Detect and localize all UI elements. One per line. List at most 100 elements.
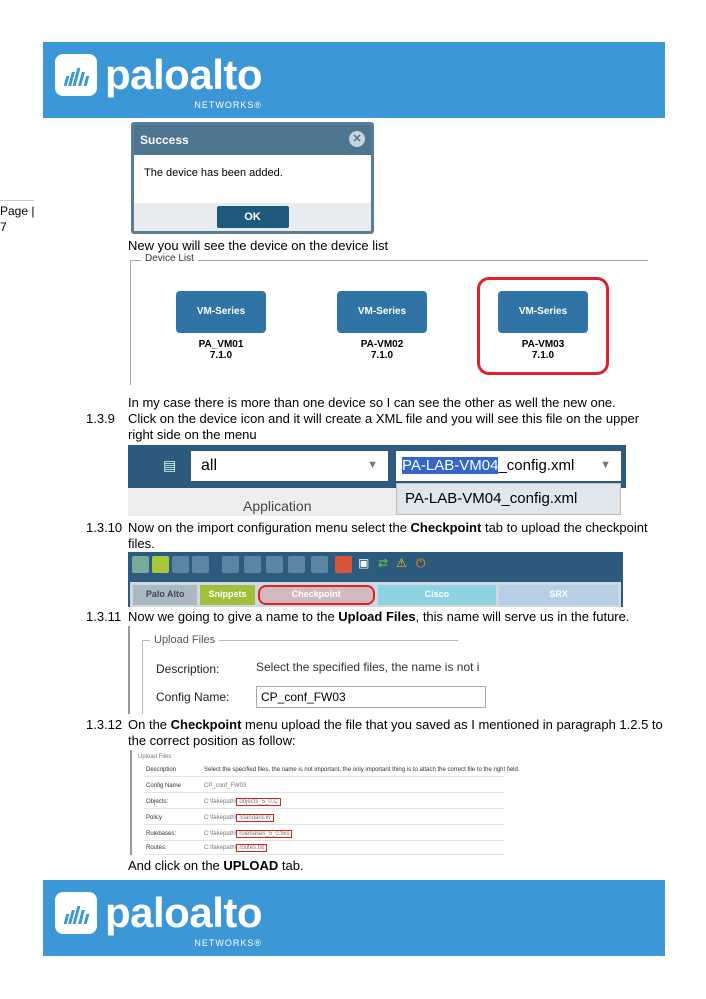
logo-sub: NETWORKS®: [194, 938, 263, 948]
chart-icon[interactable]: [132, 556, 149, 573]
device-name: PA-VM03: [521, 339, 565, 350]
filter-value: all: [201, 457, 218, 474]
tool-icon[interactable]: [222, 556, 239, 573]
step-text: On the Checkpoint menu upload the file t…: [128, 717, 663, 748]
power-icon[interactable]: ⏻: [416, 556, 426, 570]
selector-bar: ▤ all ▼ PA-LAB-VM04_config.xml ▼: [128, 445, 626, 488]
logo-icon: [55, 54, 97, 96]
device-icon[interactable]: VM-Series: [337, 291, 427, 333]
tool-icon[interactable]: [172, 556, 189, 573]
dropdown-option[interactable]: PA-LAB-VM04_config.xml: [396, 483, 621, 515]
import-toolbar: ▣ ⇄ ⚠ ⏻ Palo Alto Snippets Checkpoint Ci…: [128, 552, 623, 607]
device-list-title: Device List: [141, 253, 198, 264]
ok-button[interactable]: OK: [216, 206, 289, 228]
tool-icon[interactable]: [311, 556, 328, 573]
upload-files-panel: Upload Files Description: Select the spe…: [128, 626, 486, 714]
step-text: Now on the import configuration menu sel…: [128, 520, 648, 551]
config-name-label: Config Name:: [156, 690, 230, 704]
tab-checkpoint[interactable]: Checkpoint: [257, 585, 375, 605]
file-suffix: _config.xml: [498, 457, 575, 474]
form-title: Upload Files: [138, 754, 172, 760]
warning-icon[interactable]: ⚠: [396, 556, 407, 570]
dialog-message: The device has been added.: [144, 167, 283, 179]
success-dialog: Success ✕ The device has been added. OK: [131, 122, 374, 234]
device-icon[interactable]: VM-Series: [498, 291, 588, 333]
config-file-select[interactable]: PA-LAB-VM04_config.xml ▼: [396, 451, 621, 481]
tool-icon[interactable]: [266, 556, 283, 573]
device-version: 7.1.0: [370, 350, 394, 361]
page-label: Page |: [0, 204, 35, 218]
highlight-box: [477, 277, 609, 375]
file-row[interactable]: Policy C:\fakepath\Standard.W: [144, 812, 504, 825]
chevron-down-icon[interactable]: ▼: [367, 459, 378, 471]
file-row[interactable]: Objects: C:\fakepath\objects_5_0.C: [144, 796, 504, 809]
row-label: Description: [146, 767, 177, 773]
step-number: 1.3.10: [86, 520, 123, 535]
tool-icon[interactable]: [288, 556, 305, 573]
file-row[interactable]: Rulebases: C:\fakepath\rulebases_5_0.fws: [144, 828, 504, 841]
step-number: 1.3.11: [86, 609, 122, 624]
step-number: 1.3.9: [86, 411, 115, 426]
export-icon[interactable]: [335, 556, 352, 573]
row-label: Objects:: [146, 799, 169, 805]
device-name: PA-VM02: [360, 339, 404, 350]
row-value[interactable]: C:\fakepath\rulebases_5_0.fws: [204, 830, 293, 838]
logo-sub: NETWORKS®: [194, 100, 263, 110]
column-header: Application: [128, 488, 396, 516]
description-label: Description:: [156, 662, 220, 676]
description-text: Select the specified files, the name is …: [256, 660, 480, 674]
row-value[interactable]: C:\fakepath\routes.txt: [204, 844, 268, 852]
file-row[interactable]: Routes: C:\fakepath\routes.txt: [144, 842, 504, 855]
step-number: 1.3.12: [86, 717, 123, 732]
filter-select[interactable]: all ▼: [191, 451, 388, 481]
tab-cisco[interactable]: Cisco: [377, 585, 497, 605]
row-value[interactable]: C:\fakepath\objects_5_0.C: [204, 798, 281, 806]
page-number: Page | 7: [0, 200, 35, 235]
save-icon[interactable]: ▣: [358, 556, 370, 570]
upload-files-form: Upload Files Description Select the speci…: [130, 750, 520, 855]
tool-icon[interactable]: [192, 556, 209, 573]
tool-icon[interactable]: [244, 556, 261, 573]
row-label: Rulebases:: [146, 831, 177, 837]
paragraph: New you will see the device on the devic…: [128, 238, 389, 253]
dialog-title: Success: [140, 133, 189, 147]
import-icon[interactable]: [152, 556, 169, 573]
row-value[interactable]: C:\fakepath\Standard.W: [204, 814, 275, 822]
logo-icon: [55, 892, 97, 934]
page-number-value: 7: [0, 220, 7, 234]
chevron-down-icon[interactable]: ▼: [600, 459, 611, 471]
selected-text: PA-LAB-VM04: [402, 457, 499, 474]
row-value: Select the specified files, the name is …: [204, 767, 520, 773]
row-label: Config Name: [146, 783, 182, 789]
device-icon[interactable]: VM-Series: [176, 291, 266, 333]
tab-palo-alto[interactable]: Palo Alto: [133, 585, 198, 605]
tab-snippets[interactable]: Snippets: [200, 585, 255, 605]
device-version: 7.1.0: [209, 350, 233, 361]
logo-name: paloalto: [105, 51, 263, 98]
column-label: Application: [243, 498, 312, 514]
paragraph: In my case there is more than one device…: [128, 395, 616, 410]
row-label: Routes:: [146, 845, 167, 851]
row-label: Policy: [146, 815, 163, 821]
paragraph: And click on the UPLOAD tab.: [128, 858, 304, 873]
panel-title: Upload Files: [150, 634, 220, 646]
description-row: Description Select the specified files, t…: [144, 764, 520, 777]
config-name-row[interactable]: Config Name CP_conf_FW03: [144, 780, 504, 793]
tab-srx[interactable]: SRX: [499, 585, 618, 605]
refresh-icon[interactable]: ⇄: [378, 556, 389, 570]
row-value[interactable]: CP_conf_FW03: [204, 783, 247, 789]
step-text: Now we going to give a name to the Uploa…: [128, 609, 630, 624]
step-text: Click on the device icon and it will cre…: [128, 411, 640, 442]
device-name: PA_VM01: [198, 339, 244, 350]
close-icon[interactable]: ✕: [349, 131, 365, 147]
device-icon[interactable]: ▤: [163, 457, 177, 473]
config-name-input[interactable]: CP_conf_FW03: [256, 686, 486, 708]
